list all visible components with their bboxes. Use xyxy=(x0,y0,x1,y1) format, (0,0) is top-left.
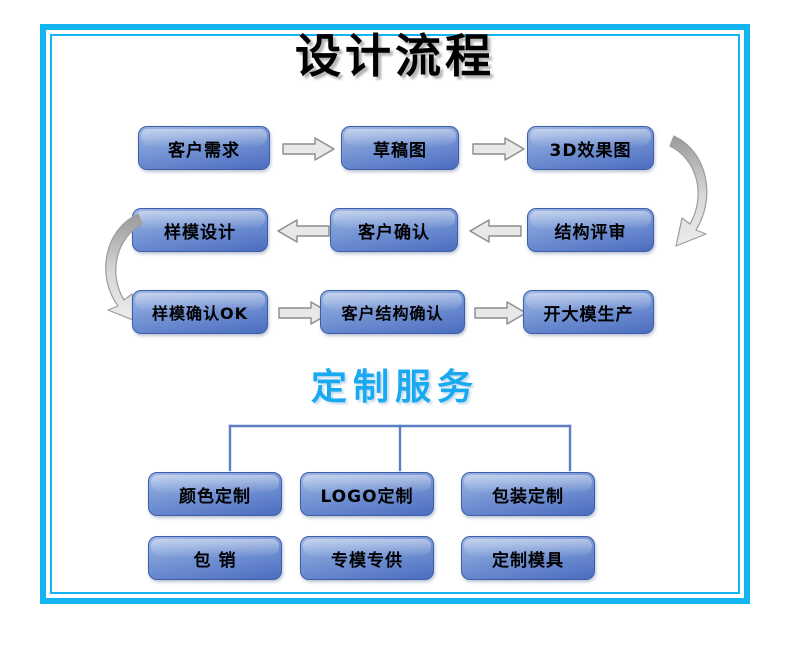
service-box-label: LOGO定制 xyxy=(320,486,414,507)
process-box-label: 样模确认OK xyxy=(151,304,248,323)
service-box-label: 专模专供 xyxy=(331,550,403,571)
arrow-row1-1-icon xyxy=(282,137,335,161)
arrow-row2-1-icon xyxy=(277,219,330,243)
process-box-label: 结构评审 xyxy=(554,222,627,243)
process-box-caogaotu[interactable]: 草稿图 xyxy=(341,126,459,170)
service-box-zhuanmozhuangong[interactable]: 专模专供 xyxy=(300,536,434,580)
section-title-custom-service: 定制服务 xyxy=(310,367,479,408)
process-box-label: 草稿图 xyxy=(373,140,427,161)
arrow-row2-2-icon xyxy=(469,219,522,243)
service-box-baoxiao[interactable]: 包 销 xyxy=(148,536,282,580)
arrow-row1-2-icon xyxy=(472,137,525,161)
service-box-dingzhimoju[interactable]: 定制模具 xyxy=(461,536,595,580)
arrow-row3-2-icon xyxy=(474,301,527,325)
process-box-label: 开大模生产 xyxy=(543,304,634,325)
curve-row2-to-row3-icon xyxy=(105,213,143,323)
service-box-label: 包 销 xyxy=(193,550,237,571)
service-box-label: 包装定制 xyxy=(492,486,564,507)
service-tree-bracket xyxy=(228,424,572,472)
process-box-kehujiegouqueren[interactable]: 客户结构确认 xyxy=(320,290,465,334)
service-box-label: 定制模具 xyxy=(492,550,564,571)
process-box-kehuxuqiu[interactable]: 客户需求 xyxy=(138,126,270,170)
page-title: 设计流程 xyxy=(295,29,495,83)
service-box-logo-dingzhi[interactable]: LOGO定制 xyxy=(300,472,434,516)
frame-inner-border xyxy=(50,34,740,594)
process-box-kehuqueren[interactable]: 客户确认 xyxy=(330,208,458,252)
curve-row1-to-row2-icon xyxy=(669,135,708,247)
service-box-yansedingzhi[interactable]: 颜色定制 xyxy=(148,472,282,516)
service-box-label: 颜色定制 xyxy=(179,486,251,507)
process-box-3d-xiaoguotu[interactable]: 3D效果图 xyxy=(527,126,654,170)
process-box-label: 客户确认 xyxy=(358,222,430,243)
frame-white-gap xyxy=(46,30,744,598)
process-box-label: 客户结构确认 xyxy=(341,304,444,323)
process-box-kaidamoshengchan[interactable]: 开大模生产 xyxy=(523,290,654,334)
process-box-jiegoupingshen[interactable]: 结构评审 xyxy=(527,208,654,252)
process-box-label: 3D效果图 xyxy=(549,140,632,161)
service-box-baozhuangdingzhi[interactable]: 包装定制 xyxy=(461,472,595,516)
process-box-yangmoquerenok[interactable]: 样模确认OK xyxy=(132,290,268,334)
process-box-label: 客户需求 xyxy=(168,140,240,161)
process-box-label: 样模设计 xyxy=(164,222,236,243)
